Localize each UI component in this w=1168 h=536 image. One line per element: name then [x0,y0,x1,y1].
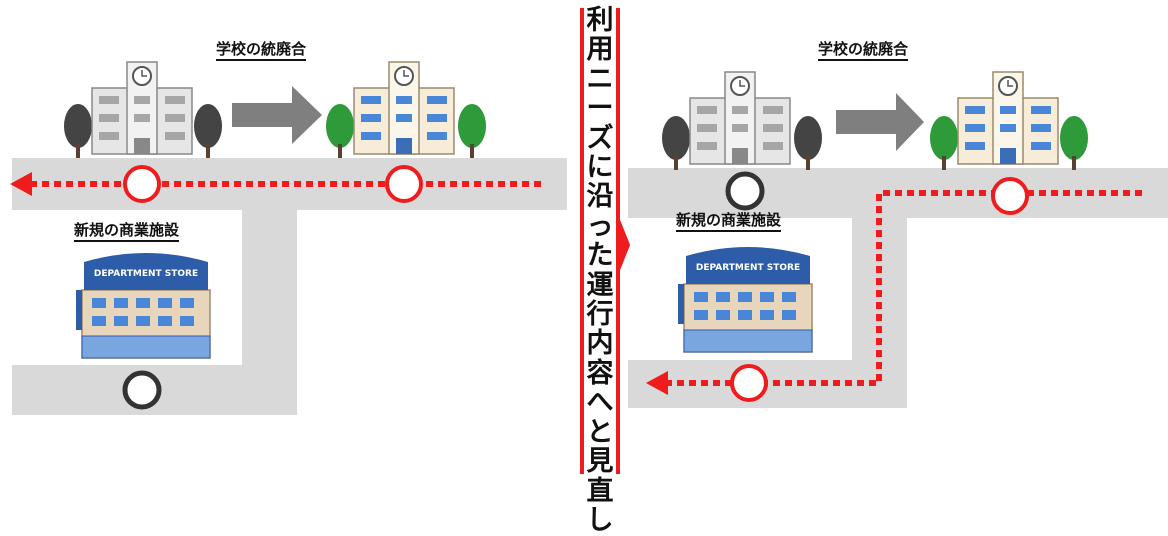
bus-stop-inactive [725,171,765,211]
tree-icon [930,116,958,170]
bus-stop-inactive [122,370,162,410]
department-store-building: DEPARTMENT STORE [76,253,211,359]
left-school-consolidation-label: 学校の統廃合 [216,40,307,61]
tree-icon [1060,116,1088,170]
bus-stop-active [991,177,1029,215]
divider [580,8,630,474]
new-school-building [326,61,486,158]
store-sign-text: DEPARTMENT STORE [94,269,198,279]
right-new-store-label: 新規の商業施設 [676,211,782,232]
right-school-consolidation-label: 学校の統廃合 [818,40,909,61]
old-school-building [662,71,822,170]
tree-icon [194,104,222,158]
tree-icon [458,104,486,158]
old-school-building [64,61,222,158]
right-route-arrowhead-icon [646,371,668,395]
department-store-building: DEPARTMENT STORE [678,247,813,353]
right-panel: DEPARTMENT STORE [628,71,1168,408]
tree-icon [662,116,690,170]
store-sign-text: DEPARTMENT STORE [696,263,800,273]
bus-stop-active [385,165,423,203]
consolidation-arrow-icon [232,86,322,144]
policy-diagram: DEPARTMENT STORE [10,8,1168,474]
bus-stop-active [123,165,161,203]
divider-vertical-caption: 利用ニーズに沿った運行内容へと見直し [586,5,614,536]
tree-icon [64,104,92,158]
tree-icon [794,116,822,170]
consolidation-arrow-icon [836,93,924,151]
tree-icon [326,104,354,158]
new-school-building [930,71,1088,170]
left-panel: DEPARTMENT STORE [10,61,567,415]
right-bus-route-line [668,190,1142,386]
bus-stop-active [730,364,768,402]
left-route-arrowhead-icon [10,172,32,196]
left-new-store-label: 新規の商業施設 [74,221,180,242]
